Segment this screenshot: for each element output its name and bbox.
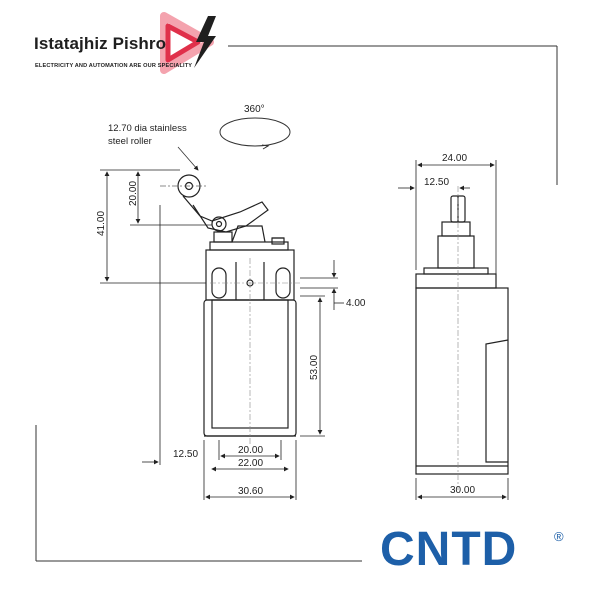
dim-body-width: 30.60 xyxy=(238,486,263,497)
registered-mark: ® xyxy=(554,529,564,544)
dim-total-height: 41.00 xyxy=(96,211,107,236)
side-view xyxy=(415,195,509,475)
lever-arm xyxy=(182,195,269,233)
dim-body-inner-width: 22.00 xyxy=(238,458,263,469)
dim-arm-height: 20.00 xyxy=(128,181,139,206)
dim-side-depth: 30.00 xyxy=(450,485,475,496)
front-dimensions xyxy=(100,169,344,500)
dim-hole-spacing: 20.00 xyxy=(238,445,263,456)
dim-side-plunger-offset: 12.50 xyxy=(424,177,449,188)
lightning-bolt-icon xyxy=(194,16,216,68)
dim-side-width: 24.00 xyxy=(442,153,467,164)
roller-leader xyxy=(177,146,199,171)
rotation-indicator: 360° xyxy=(219,104,291,150)
dim-body-height: 53.00 xyxy=(309,355,320,380)
brand-tagline: ELECTRICITY AND AUTOMATION ARE OUR SPECI… xyxy=(35,63,193,69)
brand-name: Istatajhiz Pishro xyxy=(34,34,167,53)
dim-hole-offset: 4.00 xyxy=(346,298,366,309)
roller-note-line2: steel roller xyxy=(108,136,152,147)
frame-lines xyxy=(35,45,558,562)
manufacturer-logo: CNTD xyxy=(380,523,518,576)
roller-note-line1: 12.70 dia stainless xyxy=(108,123,187,134)
rotation-label: 360° xyxy=(244,104,265,115)
side-dimensions xyxy=(398,160,509,500)
front-view xyxy=(177,174,297,437)
side-body xyxy=(415,287,509,475)
play-triangle-logo-icon xyxy=(160,12,216,74)
dim-roller-offset: 12.50 xyxy=(173,449,198,460)
